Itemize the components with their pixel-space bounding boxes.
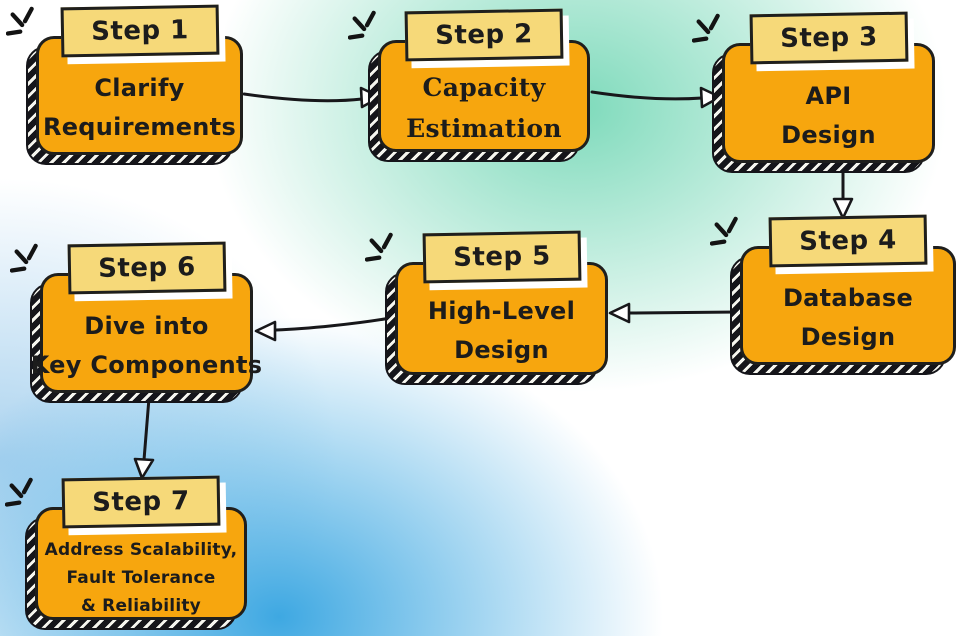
step-text-line: Estimation [406, 113, 562, 143]
step-text-line: Key Components [30, 350, 263, 379]
card-header: Step 6 [67, 241, 226, 295]
sparkle-icon [348, 10, 376, 40]
step-text-line: Address Scalability, [44, 540, 238, 561]
step-label: Step 3 [779, 22, 878, 54]
step-text-line: Database [782, 284, 914, 312]
step-text-line: & Reliability [81, 595, 201, 616]
card-header: Step 2 [404, 8, 564, 62]
step-text-line: Design [781, 120, 876, 149]
card-header: Step 7 [61, 475, 221, 529]
step-card-1: Clarify Requirements Step 1 [6, 4, 243, 165]
arrow-step6-to-step7 [133, 396, 155, 480]
card-body: Address Scalability, Fault Tolerance & R… [35, 507, 247, 620]
sparkle-icon [6, 6, 34, 36]
arrow-step2-to-step3 [590, 86, 722, 109]
card-header: Step 3 [749, 11, 908, 65]
step-card-4: Database Design Step 4 [710, 214, 956, 375]
step-text-line: Capacity [422, 73, 546, 103]
step-text-line: Dive into [84, 311, 209, 340]
step-text-line: API [805, 81, 852, 110]
step-text-line: Requirements [42, 113, 237, 141]
step-text-line: Design [454, 336, 549, 364]
card-header: Step 4 [768, 214, 928, 268]
sparkle-icon [692, 13, 720, 43]
step-card-3: API Design Step 3 [692, 11, 935, 173]
step-label: Step 4 [798, 225, 898, 257]
step-text-line: Fault Tolerance [66, 568, 216, 589]
sparkle-icon [10, 243, 38, 273]
card-body: Clarify Requirements [36, 36, 243, 155]
step-text-line: Clarify [94, 74, 185, 102]
arrow-step4-to-step5 [608, 302, 740, 324]
arrow-step5-to-step6 [254, 315, 398, 342]
arrow-step1-to-step2 [242, 86, 382, 109]
step-label: Step 2 [434, 19, 534, 51]
step-card-6: Dive into Key Components Step 6 [10, 241, 262, 403]
step-text-line: High-Level [427, 297, 576, 325]
step-label: Step 5 [452, 241, 551, 273]
sparkle-icon [5, 477, 33, 507]
step-label: Step 1 [90, 15, 189, 47]
step-card-5: High-Level Design Step 5 [365, 230, 608, 385]
step-text-line: Design [800, 323, 896, 351]
sparkle-icon [365, 232, 393, 262]
sparkle-icon [710, 216, 738, 246]
card-header: Step 5 [422, 230, 581, 284]
card-header: Step 1 [60, 4, 219, 58]
step-card-7: Address Scalability, Fault Tolerance & R… [5, 475, 247, 630]
step-label: Step 6 [97, 252, 196, 284]
step-label: Step 7 [91, 486, 191, 518]
step-card-2: Capacity Estimation Step 2 [348, 8, 590, 162]
